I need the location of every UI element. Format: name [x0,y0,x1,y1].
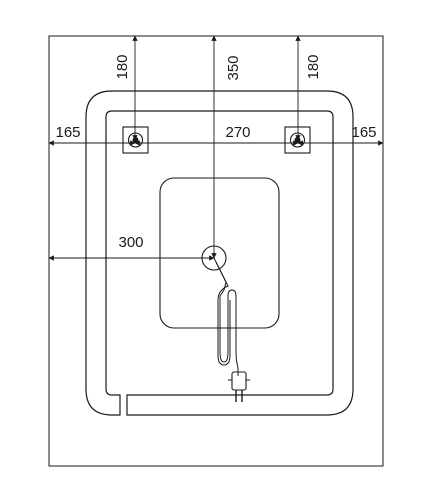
dim-label-left-margin: 165 [55,124,80,141]
dim-label-left-height: 180 [114,54,131,79]
dim-label-right-margin: 165 [351,124,376,141]
mirror-frame-outer [85,90,354,416]
power-plug-icon [228,371,250,402]
left-mounting-bracket-icon [122,126,149,154]
right-mounting-bracket-icon [284,126,311,154]
dim-label-right-height: 180 [305,54,322,79]
dim-label-outlet-offset: 300 [118,234,143,251]
dim-label-center-height: 350 [225,55,242,80]
power-cord [213,257,239,376]
dim-label-hole-spacing: 270 [225,124,250,141]
